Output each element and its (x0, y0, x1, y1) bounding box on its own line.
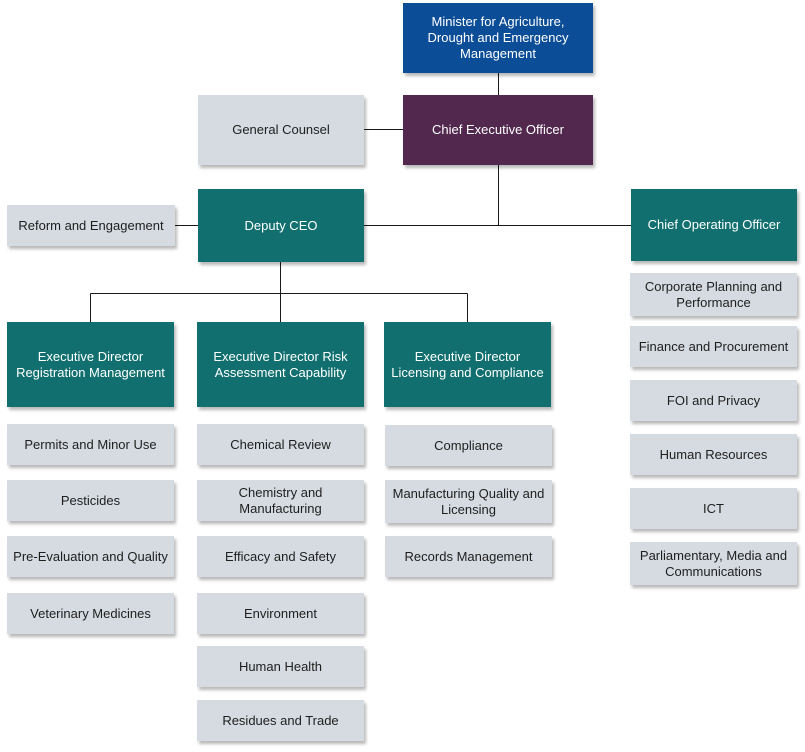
minister-label: Minister for Agriculture, Drought and Em… (427, 14, 569, 61)
ed-risk-label: Executive Director Risk Assessment Capab… (213, 348, 348, 380)
unit-label: Corporate Planning and Performance (644, 278, 783, 310)
ceo-label: Chief Executive Officer (432, 122, 564, 137)
unit-box: Chemical Review (197, 424, 364, 465)
minister-box: Minister for Agriculture, Drought and Em… (403, 3, 593, 73)
general-counsel-box: General Counsel (198, 95, 364, 165)
unit-label: Efficacy and Safety (224, 548, 337, 564)
unit-label: Chemistry and Manufacturing (238, 484, 323, 516)
unit-label: Pre-Evaluation and Quality (13, 548, 168, 564)
unit-label: Environment (244, 605, 317, 621)
unit-label: Finance and Procurement (638, 338, 789, 354)
unit-box: Pesticides (7, 480, 174, 521)
unit-label: Human Resources (659, 446, 768, 462)
unit-box: Corporate Planning and Performance (630, 273, 797, 316)
unit-label: Chemical Review (230, 436, 331, 452)
unit-label: Manufacturing Quality and Licensing (392, 485, 545, 517)
general-counsel-label: General Counsel (232, 122, 330, 137)
unit-box: ICT (630, 488, 797, 529)
unit-box: Environment (197, 593, 364, 634)
unit-box: Residues and Trade (197, 700, 364, 741)
unit-box: Compliance (385, 425, 552, 466)
unit-box: Finance and Procurement (630, 326, 797, 367)
coo-label: Chief Operating Officer (647, 217, 781, 232)
deputy-ceo-box: Deputy CEO (198, 189, 364, 262)
unit-label: Pesticides (60, 492, 121, 508)
ed-registration-label: Executive Director Registration Manageme… (16, 348, 165, 380)
unit-label: ICT (703, 500, 724, 516)
unit-label: FOI and Privacy (666, 392, 761, 408)
unit-label: Permits and Minor Use (24, 436, 157, 452)
unit-box: Parliamentary, Media and Communications (630, 542, 797, 585)
ceo-box: Chief Executive Officer (403, 95, 593, 165)
coo-box: Chief Operating Officer (631, 189, 797, 261)
unit-box: Veterinary Medicines (7, 593, 174, 634)
unit-label: Veterinary Medicines (30, 605, 151, 621)
unit-box: Human Resources (630, 434, 797, 475)
unit-box: Chemistry and Manufacturing (197, 480, 364, 521)
unit-box: Manufacturing Quality and Licensing (385, 480, 552, 523)
unit-label: Compliance (434, 437, 503, 453)
unit-label: Human Health (238, 658, 323, 674)
unit-label: Records Management (404, 548, 533, 564)
ed-registration-box: Executive Director Registration Manageme… (7, 322, 174, 407)
ed-licensing-label: Executive Director Licensing and Complia… (391, 348, 544, 380)
reform-engagement-label: Reform and Engagement (18, 217, 164, 233)
unit-box: Permits and Minor Use (7, 424, 174, 465)
unit-box: Human Health (197, 646, 364, 687)
unit-label: Parliamentary, Media and Communications (639, 547, 788, 579)
deputy-ceo-label: Deputy CEO (244, 217, 318, 233)
unit-label: Residues and Trade (222, 712, 339, 728)
reform-engagement-box: Reform and Engagement (7, 205, 175, 246)
ed-risk-box: Executive Director Risk Assessment Capab… (197, 322, 364, 407)
unit-box: Efficacy and Safety (197, 536, 364, 577)
ed-licensing-box: Executive Director Licensing and Complia… (384, 322, 551, 407)
unit-box: Records Management (385, 536, 552, 577)
unit-box: FOI and Privacy (630, 380, 797, 421)
unit-box: Pre-Evaluation and Quality (7, 536, 174, 577)
